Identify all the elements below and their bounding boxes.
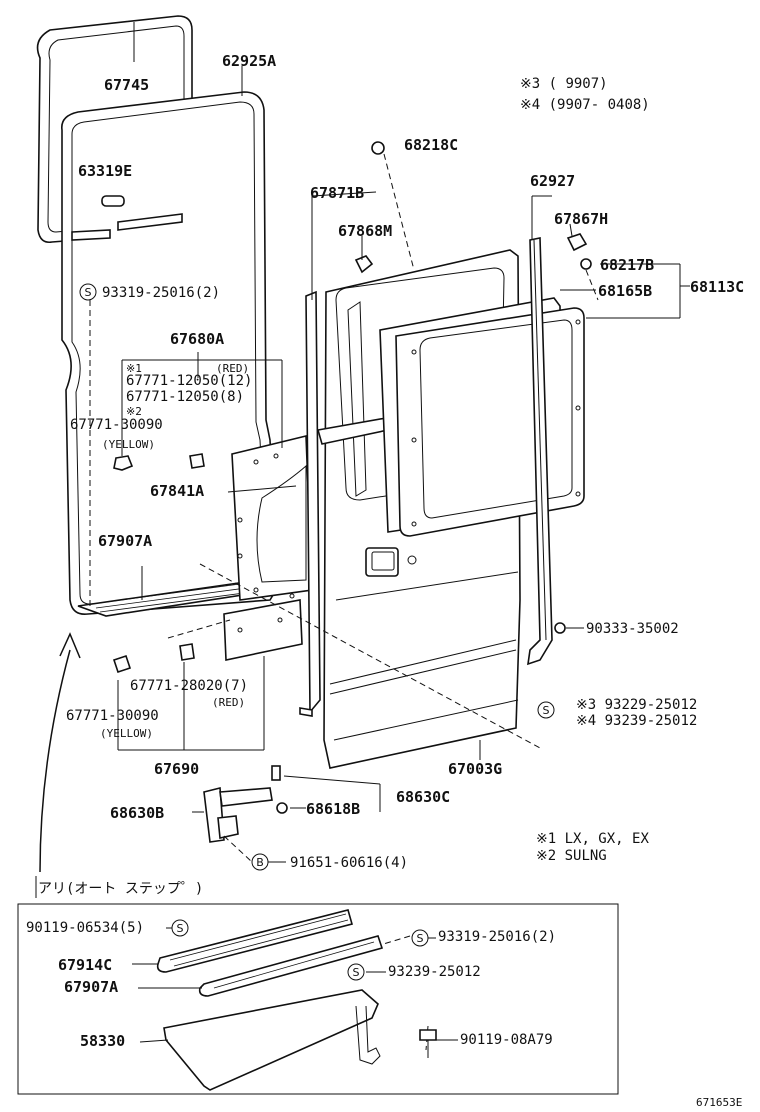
label-67680A: 67680A [170,330,224,348]
label-67003G: 67003G [448,760,502,778]
label-58330: 58330 [80,1032,125,1050]
label-68218C: 68218C [404,136,458,154]
arrow-to-inset [35,632,81,898]
inset-box [17,903,619,1095]
labels: ※3 ( 9907) ※4 (9907- 0408) 67745 62925A … [26,52,744,1109]
s-marker-3: S [171,919,189,937]
s-symbol: S [177,922,184,935]
clip-63319E [101,195,125,207]
inset-title: アリ(オート ステップ゜) [38,881,203,897]
label-68630B: 68630B [110,804,164,822]
note-4: ※4 (9907- 0408) [520,97,650,113]
clip-67868M [354,255,374,274]
label-star2: ※2 [126,405,142,418]
label-67914C: 67914C [58,956,112,974]
reference-number: 671653E [696,1096,742,1109]
clip-67771-30090-upper [113,455,134,471]
clip-67771-28020 [179,643,195,661]
label-90119-08A79: 90119-08A79 [460,1032,553,1048]
label-inset-93239: 93239-25012 [388,964,481,980]
clip-67771-30090-lower [112,654,132,674]
trim-panel-67841A [231,434,313,601]
label-67867H: 67867H [554,210,608,228]
channel-62927 [527,237,553,666]
label-68113C: 68113C [690,278,744,296]
trim-panel-67690 [223,599,303,661]
b-marker: B [251,853,269,871]
label-67871B: 67871B [310,184,364,202]
label-90333: 90333-35002 [586,621,679,637]
label-67690: 67690 [154,760,199,778]
s-marker-1: S [79,283,97,301]
label-star1: ※1 [126,362,142,375]
label-yellow-2: (YELLOW) [100,727,153,740]
s-symbol: S [417,932,424,945]
label-93319-25016: 93319-25016(2) [102,285,220,301]
label-67771-12050-8: 67771-12050(8) [126,389,244,405]
leader-lines [89,22,690,1051]
label-62925A: 62925A [222,52,276,70]
label-67771-12050-12: 67771-12050(12) [126,373,252,389]
label-67868M: 67868M [338,222,392,240]
s-marker-4: S [411,929,429,947]
label-63319E: 63319E [78,162,132,180]
label-67771-28020: 67771-28020(7) [130,678,248,694]
label-68630C: 68630C [396,788,450,806]
label-68618B: 68618B [306,800,360,818]
trim-strip [71,213,183,241]
label-inset-93319: 93319-25016(2) [438,929,556,945]
clip-67771-12050 [189,453,205,469]
label-inset-67907A: 67907A [64,978,118,996]
clip-67867H [566,233,588,252]
label-yellow-1: (YELLOW) [102,438,155,451]
clip-68218C [371,141,385,155]
cap-90333 [554,622,566,634]
label-93239: ※4 93239-25012 [576,713,697,729]
label-91651: 91651-60616(4) [290,855,408,871]
hinge-68630 [203,765,288,843]
b-symbol: B [256,856,264,869]
note-3: ※3 ( 9907) [520,76,608,92]
s-symbol: S [353,966,360,979]
s-marker-5: S [347,963,365,981]
label-67745: 67745 [104,76,149,94]
s-marker-2: S [537,701,555,719]
inset-leaders [132,927,458,1043]
label-90119-06534: 90119-06534(5) [26,920,144,936]
window-frame-68165B [379,297,585,537]
channel-67871B [299,290,321,717]
label-68217B: 68217B [600,256,654,274]
s-symbol: S [85,286,92,299]
label-67841A: 67841A [150,482,204,500]
label-67907A: 67907A [98,532,152,550]
label-red-1: (RED) [216,362,249,375]
label-67771-30090-b: 67771-30090 [66,708,159,724]
clip-68217B [580,258,592,270]
label-red-2: (RED) [212,696,245,709]
label-67771-30090-a: 67771-30090 [70,417,163,433]
label-68165B: 68165B [598,282,652,300]
note-1: ※1 LX, GX, EX [536,831,649,847]
s-symbol: S [543,704,550,717]
label-93229: ※3 93229-25012 [576,697,697,713]
label-62927: 62927 [530,172,575,190]
note-2: ※2 SULNG [536,848,607,864]
